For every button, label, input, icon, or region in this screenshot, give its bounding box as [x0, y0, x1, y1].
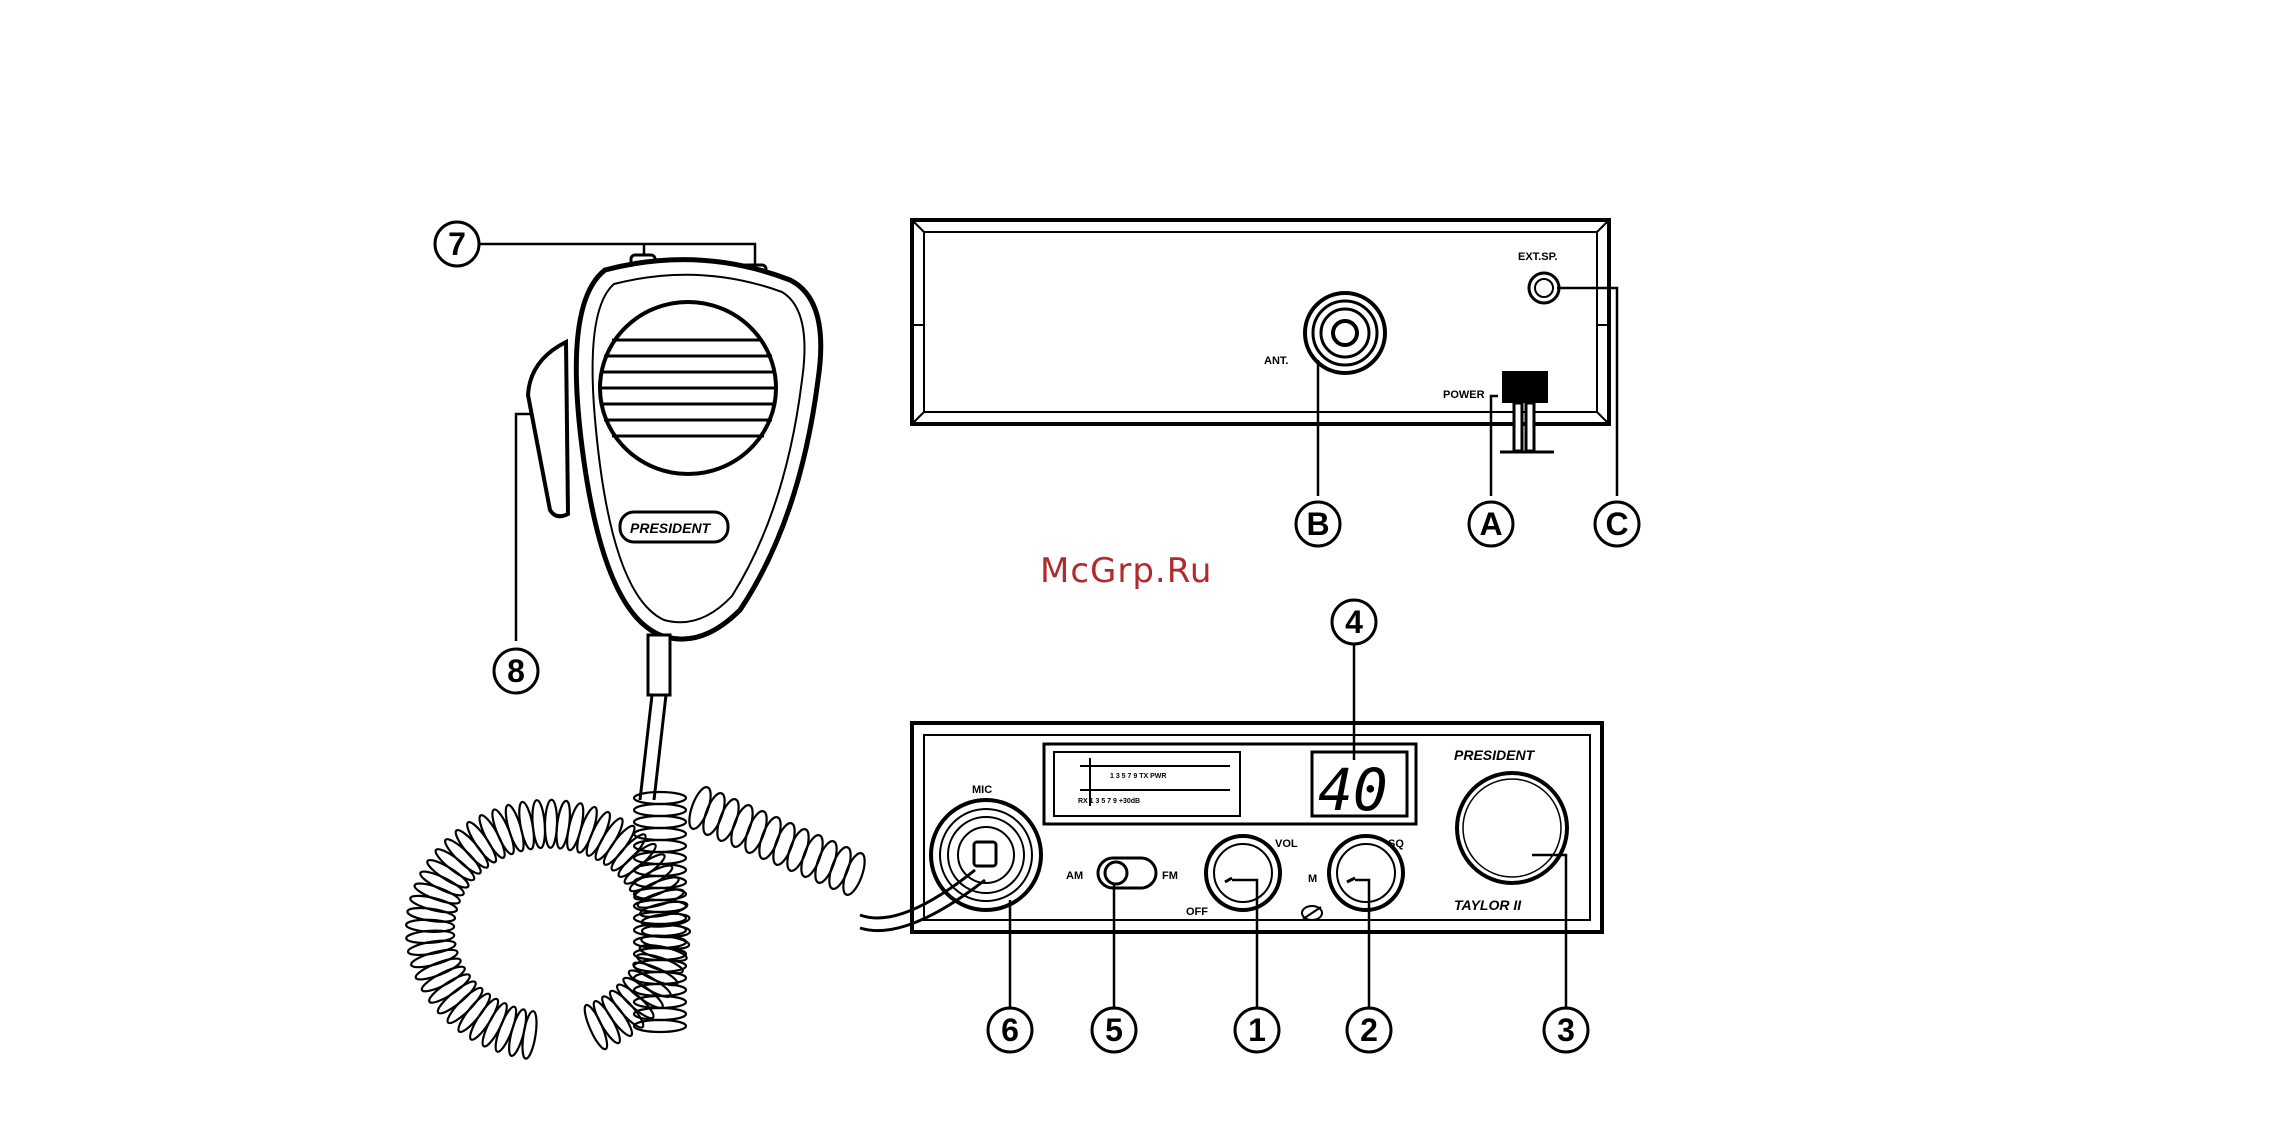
callout-label-5: 5 [1105, 1012, 1123, 1048]
callout-label-2: 2 [1360, 1012, 1378, 1048]
coil-turn [544, 800, 557, 848]
meter-scale-top: 1 3 5 7 9 TX PWR [1110, 773, 1166, 780]
ext-sp-label: EXT.SP. [1518, 251, 1558, 263]
coil-turn [506, 1008, 530, 1057]
sq-label: SQ [1388, 838, 1404, 850]
vol-label: VOL [1275, 838, 1298, 850]
front-brand-label: PRESIDENT [1454, 747, 1536, 763]
channel-display: 40 [1318, 756, 1388, 824]
microphone: PRESIDENT [528, 255, 821, 800]
coil-turn [426, 970, 473, 1006]
coiled-cord [406, 785, 985, 1060]
mic-socket [931, 800, 1041, 910]
mic-label: MIC [972, 784, 992, 796]
mic-brand-label: PRESIDENT [630, 520, 712, 536]
callout-label-7: 7 [448, 226, 466, 262]
watermark: McGrp.Ru [1040, 551, 1212, 591]
m-label: M [1308, 873, 1317, 885]
lcd-display: 1 3 5 7 9 TX PWR RX 1 3 5 7 9 +30dB 40 [1044, 744, 1416, 824]
coil-turn [441, 835, 484, 877]
callout-label-4: 4 [1345, 604, 1363, 640]
callout-label-a: A [1479, 506, 1502, 542]
power-label: POWER [1443, 389, 1485, 401]
am-label: AM [1066, 870, 1083, 882]
off-label: OFF [1186, 906, 1208, 918]
callout-label-b: B [1306, 506, 1329, 542]
callout-label-c: C [1605, 506, 1628, 542]
coil-turn [452, 827, 492, 871]
channel-selector-knob[interactable] [1457, 773, 1567, 883]
callout-label-1: 1 [1248, 1012, 1266, 1048]
coil-turn [407, 938, 456, 958]
coil-turn [455, 990, 494, 1035]
ant-label: ANT. [1264, 355, 1288, 367]
fm-label: FM [1162, 870, 1178, 882]
callout-label-6: 6 [1001, 1012, 1019, 1048]
coil-turn [502, 803, 527, 852]
callout-label-3: 3 [1557, 1012, 1575, 1048]
callout-label-8: 8 [507, 653, 525, 689]
coil-turn [432, 845, 477, 884]
coil-turn [410, 946, 459, 970]
model-label: TAYLOR II [1454, 897, 1522, 913]
ext-speaker-jack [1529, 273, 1559, 303]
coil-turn [621, 850, 667, 887]
coil-turn [434, 978, 479, 1018]
mic-grille [600, 302, 776, 474]
coil-turn [444, 984, 486, 1027]
am-fm-switch[interactable] [1098, 858, 1156, 888]
volume-knob[interactable] [1206, 836, 1280, 910]
coil-turn [564, 802, 587, 851]
rear-panel: ANT. EXT.SP. POWER [912, 220, 1609, 452]
meter-scale-bottom: RX 1 3 5 7 9 +30dB [1078, 798, 1140, 805]
